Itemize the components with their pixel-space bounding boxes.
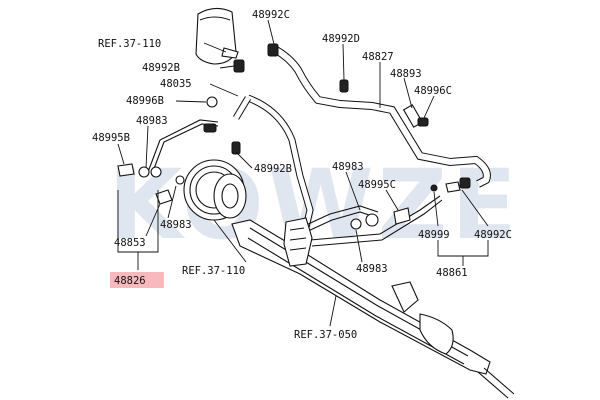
label-48893: 48893 (390, 68, 422, 80)
label-48983-upper: 48983 (136, 115, 168, 127)
label-48992b-top: 48992B (142, 62, 180, 74)
label-48992c-top: 48992C (252, 9, 290, 21)
bolt-48995b (117, 163, 135, 177)
oring-48983-pump (175, 175, 185, 185)
label-48827: 48827 (362, 51, 394, 63)
label-48996b: 48996B (126, 95, 164, 107)
bolt-48995c (393, 207, 411, 225)
clip-48992c-right (459, 177, 471, 189)
suction-hose (228, 60, 267, 148)
clip-48992b-top (233, 59, 245, 73)
washer-48983-left (138, 166, 150, 178)
label-ref-37-050: REF.37-050 (294, 329, 357, 341)
label-48992b-mid: 48992B (254, 163, 292, 175)
label-48826: 48826 (114, 275, 146, 287)
washer-48983-right-2 (365, 213, 379, 227)
union-48853 (155, 189, 173, 205)
label-ref-37-110-mid: REF.37-110 (182, 265, 245, 277)
label-48992c-right: 48992C (474, 229, 512, 241)
clip-48983-upper (203, 123, 217, 133)
oring-48999 (430, 184, 438, 192)
label-48035: 48035 (160, 78, 192, 90)
leader-lines (117, 19, 489, 327)
washer-48983-right (350, 218, 362, 230)
label-48861: 48861 (436, 267, 468, 279)
clip-48992c-top (267, 43, 279, 57)
bolt-48992c-right (445, 181, 461, 193)
fittings (117, 43, 471, 230)
bolt-48996b (206, 96, 218, 108)
steering-gear-rack (231, 217, 515, 399)
label-48983-left: 48983 (160, 219, 192, 231)
power-steering-pump (183, 159, 247, 221)
label-48992d: 48992D (322, 33, 360, 45)
clip-48992d (339, 79, 349, 93)
washer-48983-left-2 (150, 166, 162, 178)
clip-48992b-mid (231, 141, 241, 155)
return-pipe-48827 (273, 46, 491, 188)
reservoir-tank (195, 7, 239, 65)
label-48853: 48853 (114, 237, 146, 249)
bolt-48996c (417, 117, 429, 127)
label-48983-bottom: 48983 (356, 263, 388, 275)
label-48996c: 48996C (414, 85, 452, 97)
highlight-48826 (110, 272, 164, 288)
label-48999: 48999 (418, 229, 450, 241)
label-48995b: 48995B (92, 132, 130, 144)
watermark: KOWZE (108, 149, 521, 261)
label-ref-37-110-top: REF.37-110 (98, 38, 161, 50)
label-48983-right: 48983 (332, 161, 364, 173)
pressure-hose-48035 (232, 94, 314, 237)
label-48995c: 48995C (358, 179, 396, 191)
